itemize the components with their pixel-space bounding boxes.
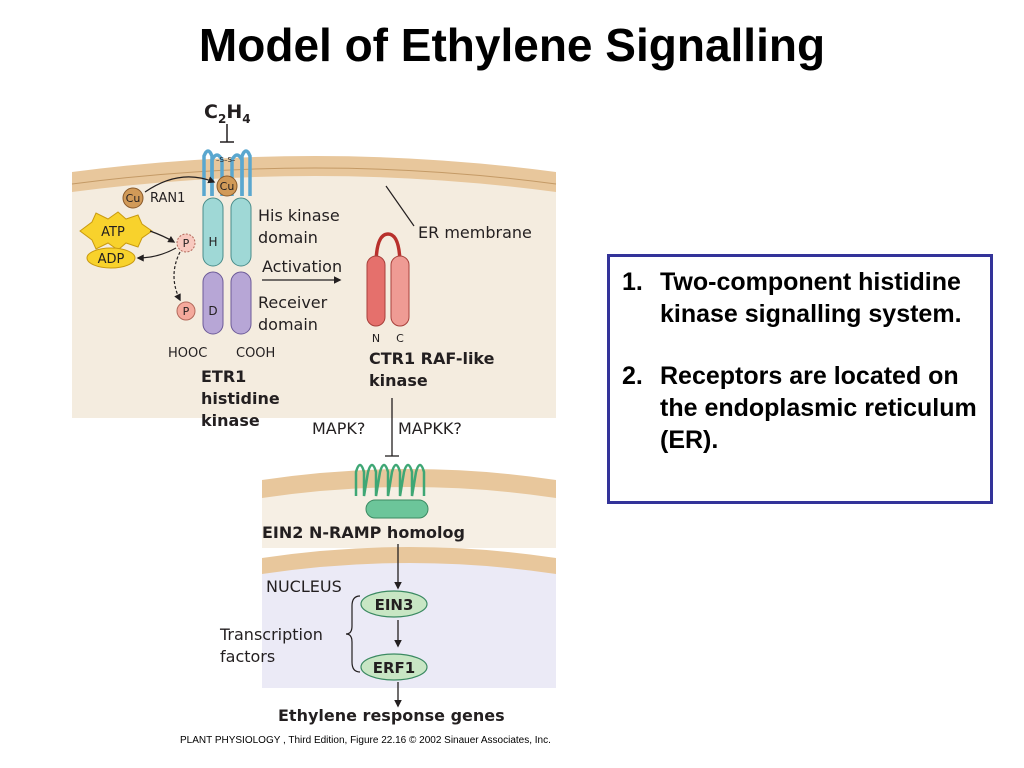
er-membrane-label: ER membrane [418,223,532,242]
activation-label: Activation [262,257,342,276]
ctr1-domain-c [390,255,410,327]
ctr1-linker [374,232,402,267]
figure-caption: PLANT PHYSIOLOGY , Third Edition, Figure… [180,735,551,746]
receiver-domain-left [202,271,224,335]
copper-ion-receptor-label: Cu [220,180,235,193]
mapk-label: MAPK? [312,419,365,438]
ein2-transmembrane-helices [354,463,426,497]
key-point-1: 1. Two-component histidine kinase signal… [622,266,978,330]
ein2-c-terminal-domain [365,499,429,519]
ein3-factor [360,590,428,618]
phosphate-his-label: P [183,237,190,250]
copper-ion-receptor [216,175,238,197]
his-kinase-domain-right [230,197,252,267]
nuclear-envelope [262,547,556,574]
atp-label: ATP [101,225,125,240]
er-membrane-band [72,156,556,192]
ctr1-label: CTR1 RAF-like kinase [369,349,500,390]
transcription-factors-label: Transcription factors [219,625,328,666]
phosphate-his [176,233,196,253]
ctr1-domain-n [366,255,386,327]
key-point-2: 2. Receptors are located on the endoplas… [622,360,978,456]
ran1-arrow [144,176,216,193]
ein2-label: EIN2 N-RAMP homolog [262,523,465,542]
adp-label: ADP [98,252,125,267]
ctr1-c-label: C [396,332,404,345]
mapkk-label: MAPKK? [398,419,462,438]
copper-ion-free-label: Cu [126,192,141,205]
cooh-terminus-label: COOH [236,346,275,361]
ein2-membrane-band [262,469,556,498]
receiver-domain-label: Receiver domain [258,293,332,334]
cytoplasm-area [72,164,556,418]
ran1-label: RAN1 [150,191,185,206]
key-points-box: 1. Two-component histidine kinase signal… [607,254,993,504]
er-membrane-pointer [385,185,415,227]
receiver-domain-right [230,271,252,335]
atp-to-phosphate-arrow [149,230,176,243]
disulfide-bridge-label: –S–S– [216,156,236,164]
nucleus-label: NUCLEUS [266,577,342,596]
slide-title: Model of Ethylene Signalling [198,19,826,71]
nucleus-area [262,557,556,688]
key-point-2-number: 2. [622,362,643,390]
key-point-2-text: Receptors are located on the endoplasmic… [660,362,977,454]
phosphate-asp [176,301,196,321]
phosphate-to-adp-arrow [136,247,177,262]
ctr1-n-label: N [372,332,380,345]
histidine-h-label: H [208,235,217,249]
phosphate-asp-label: P [183,305,190,318]
etr1-label: ETR1 histidine kinase [201,367,285,430]
key-point-1-text: Two-component histidine kinase signallin… [660,268,962,328]
er-membrane-line [71,167,557,185]
atp-starburst [79,211,153,251]
erf1-label: ERF1 [373,659,415,677]
key-point-1-number: 1. [622,268,643,296]
his-kinase-domain-label: His kinase domain [258,206,345,247]
etr1-transmembrane-loops [202,149,252,196]
his-kinase-domain-left [202,197,224,267]
hooc-terminus-label: HOOC [168,346,207,361]
erf1-factor [360,653,428,681]
ethylene-ligand-label: C2H4 [204,101,251,126]
adp-oval [86,247,136,269]
copper-ion-free [122,187,144,209]
transcription-factors-brace [345,595,361,673]
aspartate-d-label: D [208,304,217,318]
ein3-label: EIN3 [375,596,414,614]
phosphotransfer-arrow [173,251,181,302]
ethylene-response-genes-label: Ethylene response genes [278,706,505,725]
